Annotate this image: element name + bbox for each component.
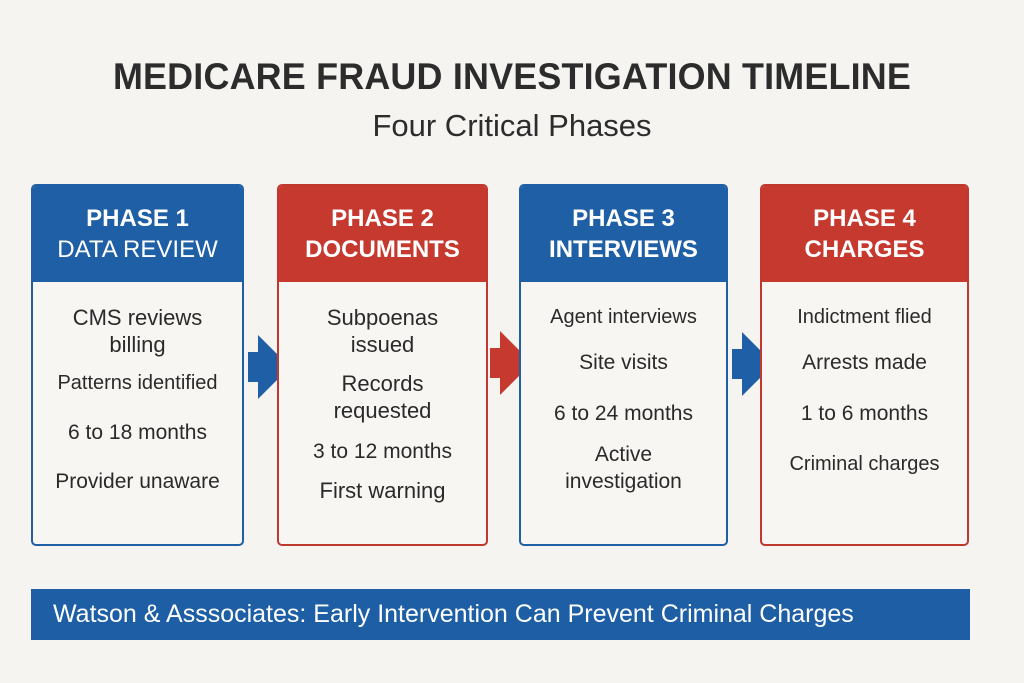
phase-item: Provider unaware [55, 470, 220, 493]
arrow-right-icon [248, 335, 290, 399]
phase-body: CMS reviews billing Patterns identified … [33, 282, 242, 495]
arrow-right-icon [490, 331, 532, 395]
phase-item: Arrests made [802, 351, 927, 374]
phase-header: PHASE 2 DOCUMENTS [279, 186, 486, 282]
phase-label: PHASE 4 [813, 205, 916, 232]
phase-name: DATA REVIEW [57, 236, 218, 263]
phase-item: First warning [319, 478, 446, 503]
phase-item: Indictment flied [797, 306, 932, 328]
phase-label: PHASE 1 [86, 205, 189, 232]
phase-body: Agent interviews Site visits 6 to 24 mon… [521, 282, 726, 495]
page-title: MEDICARE FRAUD INVESTIGATION TIMELINE [112, 56, 912, 97]
phase-item: Agent interviews [550, 306, 697, 328]
phase-item: Subpoenas issued [326, 305, 439, 357]
phase-header: PHASE 4 CHARGES [762, 186, 967, 282]
phase-item: Criminal charges [789, 453, 940, 475]
phase-item: Patterns identified [57, 372, 218, 394]
phase-card-2: PHASE 2 DOCUMENTS Subpoenas issued Recor… [277, 184, 488, 546]
phase-name: INTERVIEWS [549, 236, 698, 263]
phase-item: Site visits [579, 351, 668, 374]
phase-name: DOCUMENTS [305, 236, 460, 263]
phase-item: 6 to 18 months [68, 421, 207, 444]
phase-item: 1 to 6 months [800, 402, 929, 425]
phase-item: Active investigation [565, 443, 682, 493]
phase-card-3: PHASE 3 INTERVIEWS Agent interviews Site… [519, 184, 728, 546]
footer-banner: Watson & Asssociates: Early Intervention… [31, 589, 970, 640]
phase-header: PHASE 1 DATA REVIEW [33, 186, 242, 282]
page-subtitle: Four Critical Phases [372, 108, 652, 143]
phase-item: 3 to 12 months [313, 440, 452, 463]
phase-label: PHASE 2 [331, 205, 434, 232]
phase-body: Subpoenas issued Records requested 3 to … [279, 282, 486, 504]
phase-item: 6 to 24 months [554, 402, 693, 425]
arrow-right-icon [732, 332, 774, 396]
phase-card-1: PHASE 1 DATA REVIEW CMS reviews billing … [31, 184, 244, 546]
phase-header: PHASE 3 INTERVIEWS [521, 186, 726, 282]
phase-card-4: PHASE 4 CHARGES Indictment flied Arrests… [760, 184, 969, 546]
phase-item: Records requested [333, 371, 432, 423]
phase-item: CMS reviews billing [72, 305, 203, 357]
phase-label: PHASE 3 [572, 205, 675, 232]
phase-name: CHARGES [804, 236, 925, 263]
phase-body: Indictment flied Arrests made 1 to 6 mon… [762, 282, 967, 478]
